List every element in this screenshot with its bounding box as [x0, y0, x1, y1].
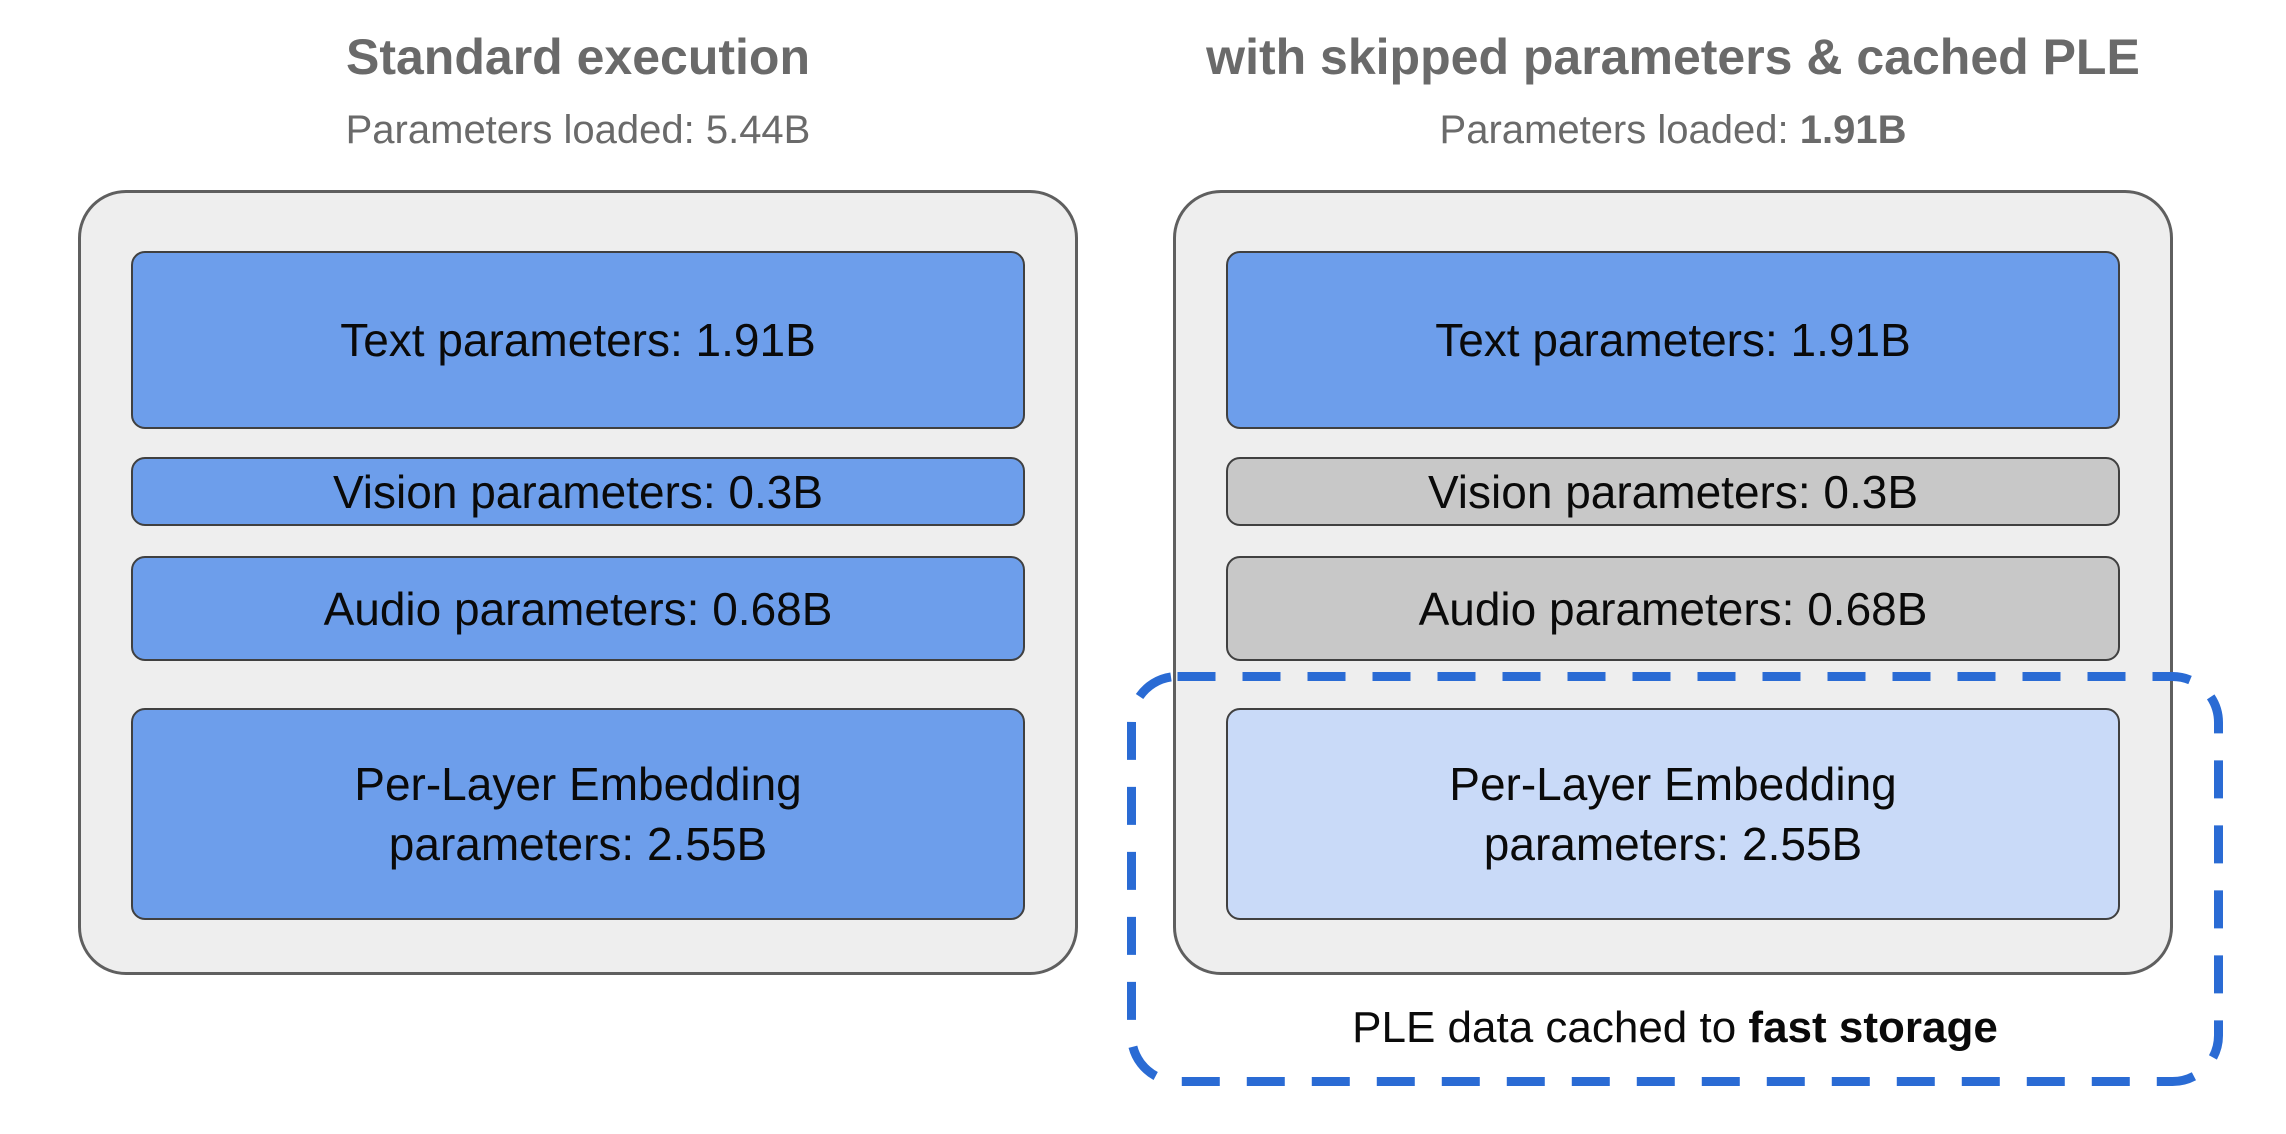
vision-parameters-label: Vision parameters: 0.3B — [332, 465, 824, 518]
audio-parameters-label: Audio parameters: 0.68B — [323, 582, 833, 635]
audio-parameters-box: Audio parameters: 0.68B — [131, 556, 1025, 661]
per-layer-embedding-box: Per-Layer Embedding parameters: 2.55B — [131, 708, 1025, 920]
subtitle-label: Parameters loaded: — [345, 108, 706, 152]
model-parameters-container: Text parameters: 1.91B Vision parameters… — [1173, 190, 2173, 975]
per-layer-embedding-label: Per-Layer Embedding parameters: 2.55B — [354, 758, 802, 870]
per-layer-embedding-box-cached: Per-Layer Embedding parameters: 2.55B — [1226, 708, 2120, 920]
subtitle-value: 1.91B — [1799, 108, 1907, 152]
panel-subtitle: Parameters loaded: 5.44B — [78, 106, 1078, 154]
vision-parameters-label: Vision parameters: 0.3B — [1427, 465, 1919, 518]
vision-parameters-box-skipped: Vision parameters: 0.3B — [1226, 457, 2120, 526]
ple-cache-caption-bold: fast storage — [1748, 1003, 1998, 1052]
text-parameters-label: Text parameters: 1.91B — [340, 314, 816, 366]
ple-cache-caption: PLE data cached to fast storage — [1127, 1002, 2223, 1054]
ple-cache-dashed-outline — [1127, 672, 2223, 1086]
panel-title: Standard execution — [346, 29, 810, 85]
audio-parameters-label: Audio parameters: 0.68B — [1418, 582, 1928, 635]
vision-parameters-box: Vision parameters: 0.3B — [131, 457, 1025, 526]
text-parameters-box: Text parameters: 1.91B — [1226, 251, 2120, 429]
model-parameters-container: Text parameters: 1.91B Vision parameters… — [78, 190, 1078, 975]
audio-parameters-box-skipped: Audio parameters: 0.68B — [1226, 556, 2120, 661]
text-parameters-label: Text parameters: 1.91B — [1435, 314, 1911, 366]
subtitle-value: 5.44B — [705, 108, 811, 152]
panel-title: with skipped parameters & cached PLE — [1206, 29, 2140, 85]
panel-standard-execution: Standard execution Parameters loaded: 5.… — [78, 29, 1078, 975]
subtitle-label: Parameters loaded: — [1439, 108, 1800, 152]
text-parameters-box: Text parameters: 1.91B — [131, 251, 1025, 429]
per-layer-embedding-label: Per-Layer Embedding parameters: 2.55B — [1449, 758, 1897, 870]
panel-skipped-and-cached: with skipped parameters & cached PLE Par… — [1095, 0, 2251, 1134]
panel-subtitle: Parameters loaded: 1.91B — [1173, 106, 2173, 154]
ple-cache-caption-regular: PLE data cached to — [1352, 1003, 1749, 1052]
